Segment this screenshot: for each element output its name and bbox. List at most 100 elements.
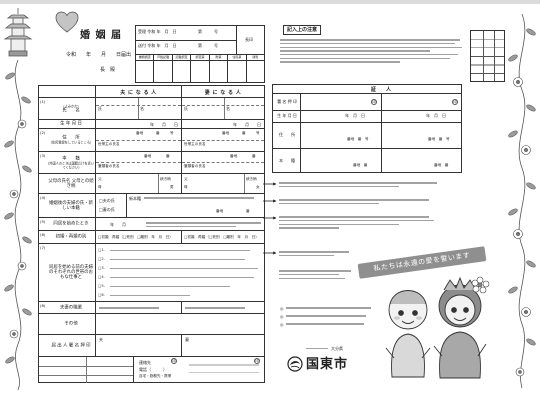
husband-honseki-field[interactable]: 番地 番 筆頭者の氏名 (96, 152, 181, 173)
witness2-signature-field[interactable]: 印 (382, 94, 462, 110)
accept-number: 第 号 (198, 29, 218, 34)
mascot-illustration (385, 276, 490, 379)
reference-table (470, 30, 505, 82)
bullet-item: ◎ (280, 320, 380, 328)
note-block (279, 249, 349, 259)
bullet-list: ◎ ◎ ◎ (280, 304, 380, 328)
wife-signature-field[interactable]: 妻 印 (181, 335, 264, 364)
notes-title: 記入上の注意 (283, 25, 322, 35)
work-option[interactable]: □4. (98, 273, 264, 282)
mascot-left (385, 290, 431, 378)
note-block (279, 197, 429, 207)
flower-icon (471, 276, 490, 294)
witness1-address-field[interactable]: 番地 番 号 (347, 137, 369, 141)
signer-row: 届 出 人 署 名 押 印 夫 印 妻 印 (39, 334, 264, 364)
marriage-form-table: 夫 に な る 人 妻 に な る 人 (1) (よみかた)氏 名 氏 名 氏 … (38, 85, 265, 383)
column-header-row: 夫 に な る 人 妻 に な る 人 (39, 86, 264, 97)
husband-signature-field[interactable]: 夫 印 (99, 337, 177, 364)
witness1-signature-field[interactable]: 印 (301, 94, 381, 110)
contact-info: 連絡先 電話（ ） 自宅・勤務先・携帯 (139, 360, 172, 378)
new-family-name-row: (4) 婚姻後の夫婦の氏・新しい本籍 □夫の氏 □妻の氏 新本籍 番地 番 (39, 193, 264, 217)
husband-address-field[interactable]: 番地 番 号 世帯主の氏名 (96, 129, 181, 151)
occupation-row: (8) 夫妻の職業 (39, 301, 264, 313)
seal-mark: 印 (371, 99, 377, 105)
arrow-icons (263, 182, 277, 255)
parents-row: 父母の氏名 父母との続き柄 父 母 続き柄 男 父 母 続き柄 女 (39, 173, 264, 193)
witness2-birth-field[interactable]: 年 月 日 (426, 113, 446, 118)
witness1-honseki-field[interactable]: 番地 番 (353, 163, 368, 167)
wife-birth-field[interactable]: 年 月 日 (181, 120, 264, 128)
phone-field[interactable] (189, 362, 259, 375)
work-option[interactable]: □6. (98, 291, 264, 300)
notes-paragraphs (280, 37, 465, 65)
illegible-note (146, 220, 261, 230)
send-row: 送付 令和 年 月 日 (138, 43, 177, 48)
contact-row: 連絡先 電話（ ） 自宅・勤務先・携帯 (39, 356, 264, 383)
work-option[interactable]: □3. (98, 264, 264, 273)
work-option[interactable]: □1. (98, 246, 264, 255)
note-block (279, 214, 434, 231)
send-number: 第 号 (198, 43, 218, 48)
wife-parents-field[interactable]: 父 母 続き柄 女 (181, 174, 264, 193)
wife-address-field[interactable]: 番地 番 号 世帯主の氏名 (181, 129, 264, 151)
husband-birth-field[interactable]: 年 月 日 (150, 122, 178, 127)
witness2-honseki-field[interactable]: 番地 番 (434, 163, 449, 167)
husband-name-field[interactable]: 氏 名 (96, 98, 181, 119)
addressee: 長 殿 (100, 67, 116, 73)
note-block (279, 180, 437, 190)
husband-occupation-field[interactable] (96, 302, 181, 313)
wife-honseki-field[interactable]: 番地 番 筆頭者の氏名 (181, 152, 264, 173)
top-edge (0, 0, 540, 4)
witness-title: 証 人 (370, 86, 391, 93)
seal-mark: 印 (452, 99, 458, 105)
cohabitation-field[interactable]: 年 月 (96, 218, 264, 230)
illegible-note (144, 195, 254, 201)
new-family-name-field[interactable]: □夫の氏 □妻の氏 新本籍 番地 番 (96, 194, 264, 217)
witness1-birth-field[interactable]: 年 月 日 (345, 113, 365, 118)
seal-mark: 印 (254, 358, 260, 364)
witness2-address-field[interactable]: 番地 番 号 (428, 137, 450, 141)
office-record-box (39, 357, 134, 383)
accept-row: 受理 令和 年 月 日 (138, 29, 177, 34)
note-block (279, 268, 351, 281)
other-field[interactable] (96, 314, 264, 334)
office-use-box: 受理 令和 年 月 日 第 号 送付 令和 年 月 日 第 号 長印 書類調査 … (135, 25, 265, 83)
husband-header: 夫 に な る 人 (120, 90, 157, 96)
city-logo-icon (287, 356, 303, 372)
wife-marriage-history[interactable]: □初婚 再婚（□死別 □離別 年 月 日） (181, 231, 264, 243)
city-name: 国東市 (306, 357, 349, 372)
left-vine-decoration (3, 8, 33, 391)
submission-date: 令和 年 月 日届出 (66, 52, 132, 58)
work-option[interactable]: □5. (98, 282, 264, 291)
marriage-history-row: (6) 初婚・再婚の別 □初婚 再婚（□死別 □離別 年 月 日） □初婚 再婚… (39, 230, 264, 243)
office-check-row: 書類調査 戸籍記載 記載調査 調査票 附票 住民票 通知 (136, 54, 264, 83)
husband-surname-checkbox[interactable]: □夫の氏 (99, 198, 115, 203)
wife-surname-checkbox[interactable]: □妻の氏 (99, 207, 115, 212)
heart-icon (55, 11, 79, 33)
work-option[interactable]: □2. (98, 255, 264, 264)
form-title: 婚 姻 届 (80, 30, 122, 41)
bullet-item: ◎ (280, 304, 380, 312)
witness-table: 証 人 署 名 押 印 印 印 生 年 月 日 年 月 日 年 月 日 住 所 … (272, 84, 462, 173)
name-row: (1) (よみかた)氏 名 氏 名 氏 名 (39, 97, 264, 119)
wife-occupation-field[interactable] (181, 302, 264, 313)
mascot-right (433, 276, 487, 379)
logo-tagline: 大分県 (306, 346, 343, 351)
husband-marriage-history[interactable]: □初婚 再婚（□死別 □離別 年 月 日） (98, 235, 173, 239)
husband-parents-field[interactable]: 父 母 続き柄 男 (96, 174, 181, 193)
household-work-options[interactable]: □1. □2. □3. □4. □5. □6. (96, 244, 264, 301)
right-vine-decoration (508, 13, 536, 389)
household-work-row: (7) 同居を始める前の夫婦のそれぞれの世帯のおもな仕事と □1. □2. □3… (39, 243, 264, 301)
other-row: その他 (39, 313, 264, 334)
wife-name-field[interactable]: 氏 名 (181, 98, 264, 119)
cohabitation-row: (5) 同居を始めたとき 年 月 (39, 217, 264, 230)
address-row: (2) 住 所(住民登録をしているところ) 番地 番 号 世帯主の氏名 番地 番… (39, 128, 264, 151)
wife-header: 妻 に な る 人 (204, 90, 242, 96)
seal-mark: 印 (171, 358, 177, 364)
mayor-stamp-box: 長印 (236, 26, 265, 54)
bullet-item: ◎ (280, 312, 380, 320)
honseki-row: (3) 本 籍(外国人のときは国籍だけを書いてください) 番地 番 筆頭者の氏名… (39, 151, 264, 173)
birth-row: 生 年 月 日 年 月 日 年 月 日 (39, 119, 264, 128)
prefecture-name: 大分県 (331, 346, 343, 351)
